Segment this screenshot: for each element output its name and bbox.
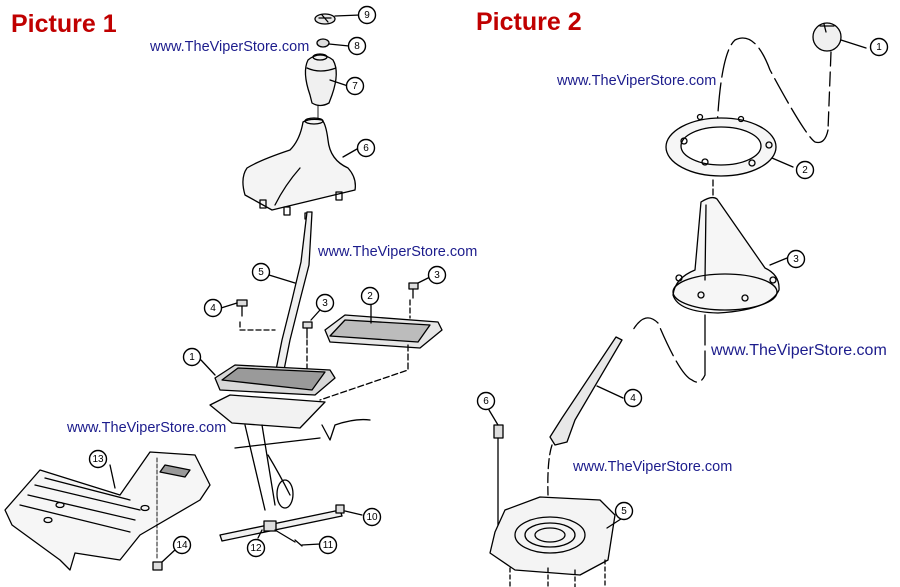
callout-circle — [623, 388, 643, 408]
bolt-part — [408, 276, 431, 319]
callout-2: 2 — [360, 286, 380, 306]
callout-3: 3 — [427, 265, 447, 285]
callout-14: 14 — [172, 535, 192, 555]
shifter-base-part — [489, 496, 625, 587]
watermark-link[interactable]: www.TheViperStore.com — [67, 420, 227, 436]
boot-retaining-ring-part — [665, 113, 794, 198]
callout-7: 7 — [345, 76, 365, 96]
callout-number: 13 — [92, 454, 104, 465]
callout-number: 12 — [250, 543, 262, 554]
callout-number: 5 — [258, 267, 264, 278]
shift-lever-part-2 — [547, 336, 624, 496]
shift-lever-part — [268, 211, 313, 381]
callout-5: 5 — [614, 501, 634, 521]
callout-circle — [476, 391, 496, 411]
bolt-part — [152, 548, 177, 571]
callout-number: 6 — [363, 143, 369, 154]
callout-circle — [795, 160, 815, 180]
callout-circle — [203, 298, 223, 318]
picture-1-title: Picture 1 — [11, 10, 117, 38]
shifter-cover-plate-part — [319, 304, 443, 401]
callout-number: 1 — [189, 352, 195, 363]
callout-number: 4 — [210, 303, 216, 314]
callout-number: 4 — [630, 393, 636, 404]
callout-1: 1 — [869, 37, 889, 57]
callout-circle — [357, 5, 377, 25]
callout-number: 14 — [176, 540, 188, 551]
shift-knob-part — [304, 53, 349, 119]
shift-boot-part-2 — [632, 196, 788, 383]
callout-number: 6 — [483, 396, 489, 407]
callout-circle — [246, 538, 266, 558]
callout-number: 11 — [323, 540, 334, 551]
callout-number: 5 — [621, 506, 627, 517]
watermark-link[interactable]: www.TheViperStore.com — [557, 73, 717, 89]
callout-number: 3 — [434, 270, 440, 281]
callout-circle — [356, 138, 376, 158]
callout-3: 3 — [786, 249, 806, 269]
callout-number: 1 — [876, 42, 882, 53]
callout-circle — [614, 501, 634, 521]
callout-11: 11 — [318, 535, 338, 555]
bolt-part-2 — [488, 409, 504, 526]
callout-circle — [251, 262, 271, 282]
callout-2: 2 — [795, 160, 815, 180]
callout-number: 10 — [366, 512, 378, 523]
watermark-link[interactable]: www.TheViperStore.com — [711, 342, 887, 359]
callout-circle — [869, 37, 889, 57]
shifter-housing-part — [200, 359, 371, 511]
bolt-part — [220, 299, 276, 331]
callout-circle — [360, 286, 380, 306]
callout-10: 10 — [362, 507, 382, 527]
shift-knob-part-2 — [715, 22, 867, 161]
callout-4: 4 — [203, 298, 223, 318]
callout-12: 12 — [246, 538, 266, 558]
callouts-picture-1: 9 8 7 6 5 4 3 3 2 1 13 14 10 11 12 — [88, 5, 447, 558]
shift-boot-part — [242, 117, 358, 220]
callout-number: 7 — [352, 81, 358, 92]
callout-13: 13 — [88, 449, 108, 469]
callout-4: 4 — [623, 388, 643, 408]
callout-6: 6 — [476, 391, 496, 411]
callout-number: 3 — [793, 254, 799, 265]
watermark-link[interactable]: www.TheViperStore.com — [573, 459, 733, 475]
callout-circle — [345, 76, 365, 96]
callout-circle — [88, 449, 108, 469]
skid-plate-part — [4, 451, 211, 571]
callout-number: 8 — [354, 41, 360, 52]
watermark-link[interactable]: www.TheViperStore.com — [150, 39, 310, 55]
shift-rod-part — [219, 504, 363, 547]
callout-circle — [347, 36, 367, 56]
callout-circle — [362, 507, 382, 527]
watermark-link[interactable]: www.TheViperStore.com — [318, 244, 478, 260]
knob-nut-part — [316, 38, 350, 48]
callout-circle — [318, 535, 338, 555]
callout-circle — [182, 347, 202, 367]
callout-circle — [427, 265, 447, 285]
callout-circle — [172, 535, 192, 555]
callouts-picture-2: 1 2 3 4 5 6 — [476, 37, 889, 521]
callout-number: 2 — [802, 165, 808, 176]
callout-9: 9 — [357, 5, 377, 25]
callout-number: 9 — [364, 10, 370, 21]
callout-circle — [315, 293, 335, 313]
callout-circle — [786, 249, 806, 269]
callout-number: 3 — [322, 298, 328, 309]
knob-cap-part — [314, 13, 361, 25]
callout-8: 8 — [347, 36, 367, 56]
callout-number: 2 — [367, 291, 373, 302]
callout-6: 6 — [356, 138, 376, 158]
callout-5: 5 — [251, 262, 271, 282]
callout-1: 1 — [182, 347, 202, 367]
callout-3: 3 — [315, 293, 335, 313]
picture-2-title: Picture 2 — [476, 8, 582, 36]
